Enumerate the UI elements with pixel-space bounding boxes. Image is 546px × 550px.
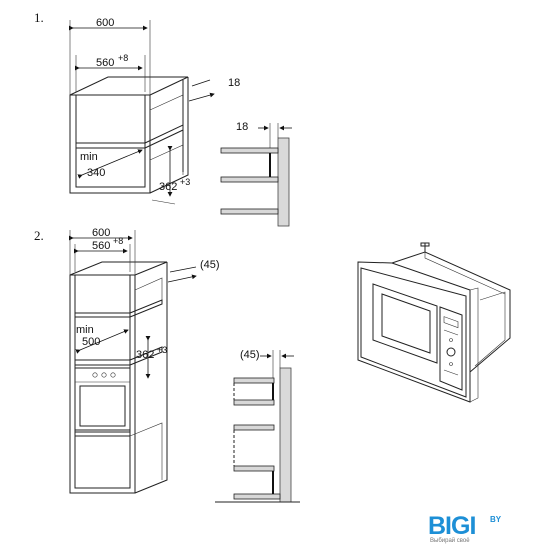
brand-tagline: Выбирай своё bbox=[430, 538, 470, 544]
step-2-label: 2. bbox=[34, 228, 44, 243]
d1-min-depth: 340 bbox=[87, 167, 105, 179]
d2-width-inner-tol: +8 bbox=[113, 236, 123, 246]
d2-height: 362 bbox=[136, 349, 154, 361]
d1-min-label: min bbox=[80, 151, 98, 163]
diagram-1-side-section bbox=[220, 123, 292, 227]
step-1-label: 1. bbox=[34, 10, 44, 25]
d1-side-panel: 18 bbox=[236, 121, 248, 133]
d1-width-inner: 560 bbox=[96, 57, 114, 69]
diagram-2-tall-cabinet bbox=[69, 230, 197, 494]
d2-width-inner: 560 bbox=[92, 240, 110, 252]
d1-height-tol: +3 bbox=[180, 177, 190, 187]
d2-height-tol: +3 bbox=[157, 345, 167, 355]
d1-height: 362 bbox=[159, 181, 177, 193]
diagram-2-side-section bbox=[215, 350, 300, 503]
d2-min-label: min bbox=[76, 324, 94, 336]
brand-logo-suffix: BY bbox=[490, 515, 502, 524]
d2-side-gap: (45) bbox=[240, 349, 260, 361]
d1-width-outer: 600 bbox=[96, 17, 114, 29]
brand-logo: BIGI BY Выбирай своё bbox=[428, 512, 538, 548]
diagram-1-cabinet bbox=[69, 20, 215, 205]
microwave-illustration bbox=[357, 242, 511, 403]
d2-width-outer: 600 bbox=[92, 227, 110, 239]
d2-min-depth: 500 bbox=[82, 336, 100, 348]
brand-logo-text: BIGI bbox=[428, 512, 476, 540]
d1-panel-thickness: 18 bbox=[228, 77, 240, 89]
d2-gap: (45) bbox=[200, 259, 220, 271]
d1-width-inner-tol: +8 bbox=[118, 53, 128, 63]
